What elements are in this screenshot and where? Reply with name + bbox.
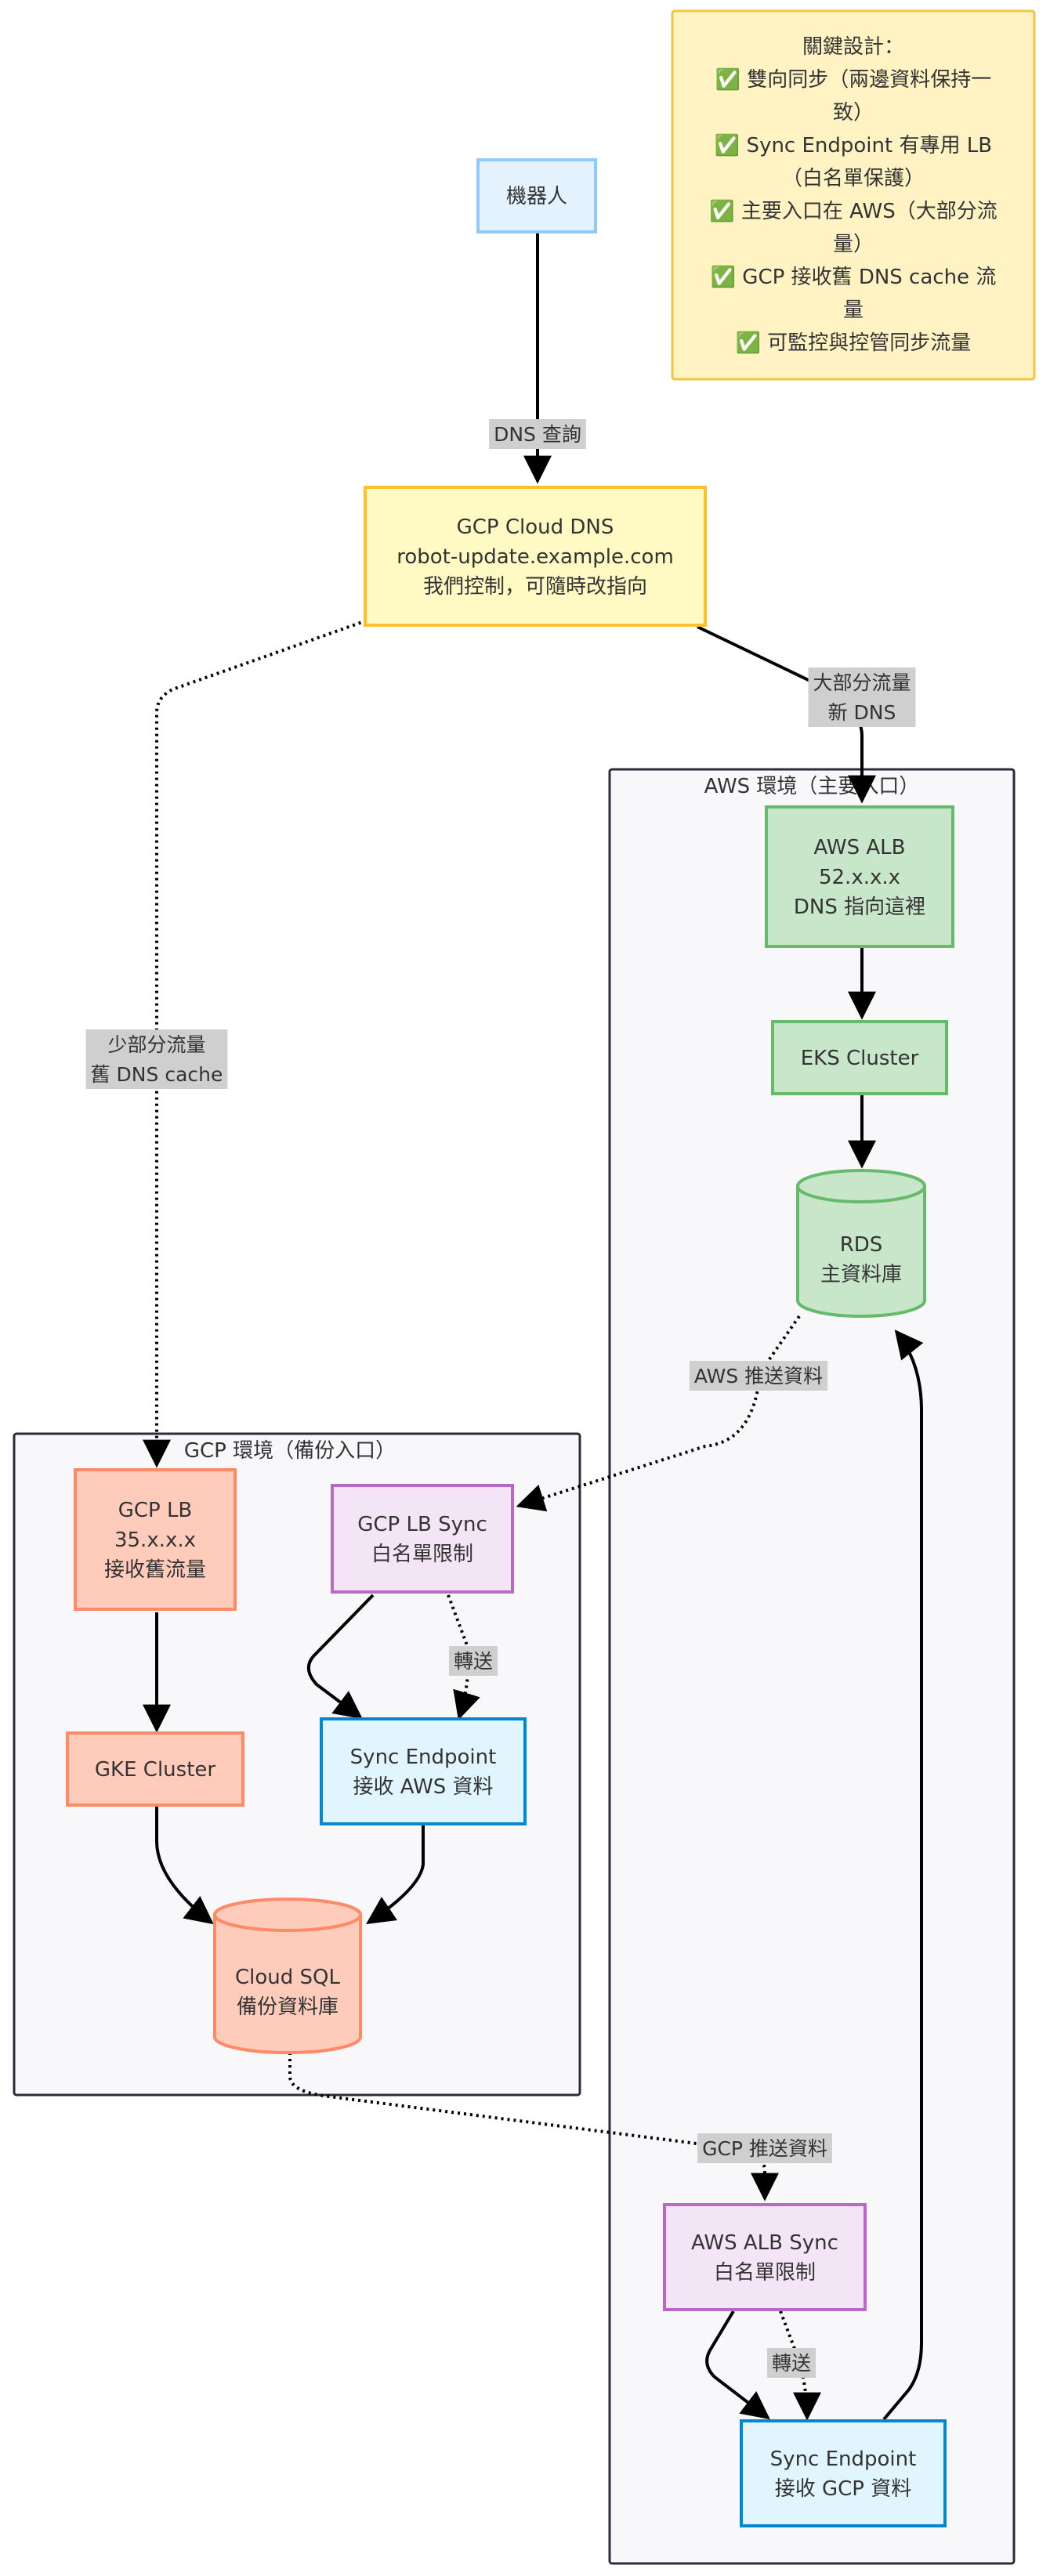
edge-label-few-traffic-text: 舊 DNS cache <box>91 1063 223 1086</box>
robot-node: 機器人 <box>476 158 597 233</box>
design-note-line: ✅ 可監控與控管同步流量 <box>736 331 972 355</box>
design-note-line: ✅ Sync Endpoint 有專用 LB <box>715 133 992 157</box>
design-note-line: ✅ GCP 接收舊 DNS cache 流 <box>711 265 997 289</box>
edge-dns-gcplb <box>143 619 368 1468</box>
edge-gke-cloudsql <box>155 1807 214 1925</box>
gcp-cloud-dns-node-label: 我們控制，可隨時改指向 <box>423 575 647 599</box>
gcp-cloud-dns-node-label: GCP Cloud DNS <box>457 516 614 539</box>
design-note-line: （白名單保護） <box>782 167 925 190</box>
rds-node-label: RDS <box>840 1233 883 1257</box>
edge-label-few-traffic-background <box>85 1029 228 1089</box>
rds-node: RDS 主資料庫 <box>796 1169 926 1318</box>
eks-cluster-node: EKS Cluster <box>771 1020 948 1095</box>
gcp-cluster-title: GCP 環境（備份入口） <box>184 1439 396 1463</box>
design-note-line: ✅ 主要入口在 AWS（大部分流 <box>709 199 997 223</box>
edge-label-dns-query-text: DNS 查詢 <box>494 423 581 446</box>
aws-cluster-title: AWS 環境（主要入口） <box>704 775 920 798</box>
edge-label-gcp-push: GCP 推送資料 <box>697 2133 832 2163</box>
gcp-lb-node-label: 接收舊流量 <box>104 1558 206 1582</box>
edge-label-gcp-push-background <box>697 2133 832 2163</box>
cloud-sql-node: Cloud SQL 備份資料庫 <box>213 1898 362 2054</box>
aws-sync-endpoint-node-box <box>740 2419 947 2527</box>
gcp-lb-node-box <box>74 1468 237 1611</box>
aws-alb-node-label: DNS 指向這裡 <box>794 895 925 919</box>
edge-label-most-traffic-text: 新 DNS <box>828 701 896 724</box>
edge-label-aws-push: AWS 推送資料 <box>689 1361 828 1391</box>
gcp-lb-node-label: 35.x.x.x <box>114 1529 196 1552</box>
gke-cluster-node: GKE Cluster <box>66 1731 244 1807</box>
gcp-sync-endpoint-node-label: 接收 AWS 資料 <box>353 1775 493 1799</box>
edge-label-few-traffic-text: 少部分流量 <box>107 1033 205 1056</box>
edge-label-most-traffic-text: 大部分流量 <box>813 671 911 694</box>
edge-label-aws-push-background <box>689 1361 828 1391</box>
rds-node-cylinder-rim <box>796 1185 926 1203</box>
edge-gcplbsync-syncep-solid <box>307 1594 375 1720</box>
gcp-lb-node: GCP LB 35.x.x.x 接收舊流量 <box>74 1468 237 1611</box>
design-note-line: 關鍵設計： <box>802 35 904 59</box>
gke-cluster-node-label: GKE Cluster <box>95 1758 215 1782</box>
edge-syncep-rds <box>882 1330 924 2421</box>
aws-sync-endpoint-node: Sync Endpoint 接收 GCP 資料 <box>740 2419 947 2527</box>
robot-node-box <box>476 158 597 233</box>
aws-alb-node-label: 52.x.x.x <box>819 866 900 889</box>
eks-cluster-node-label: EKS Cluster <box>801 1047 919 1070</box>
design-note-line: 量） <box>833 233 874 256</box>
aws-alb-sync-node: AWS ALB Sync 白名單限制 <box>663 2203 867 2311</box>
edge-label-dns-query-background <box>489 419 586 449</box>
gke-cluster-node-box <box>66 1731 244 1807</box>
edge-label-forward-gcp: 轉送 <box>448 1646 498 1676</box>
aws-alb-node-box <box>765 805 954 948</box>
edge-awsalbsync-syncep-solid <box>705 2310 770 2420</box>
edge-label-dns-query: DNS 查詢 <box>489 419 586 449</box>
edge-label-most-traffic-background <box>808 668 916 727</box>
edge-label-forward-aws: 轉送 <box>766 2348 816 2378</box>
edge-label-gcp-push-text: GCP 推送資料 <box>702 2137 827 2160</box>
edge-label-forward-gcp-background <box>448 1646 498 1676</box>
aws-sync-endpoint-node-label: Sync Endpoint <box>770 2448 917 2471</box>
gcp-lb-node-label: GCP LB <box>118 1499 193 1522</box>
rds-node-cylinder <box>796 1169 926 1318</box>
gcp-sync-endpoint-node-box <box>320 1717 527 1825</box>
gcp-sync-endpoint-node: Sync Endpoint 接收 AWS 資料 <box>320 1717 527 1825</box>
design-note-line: 量 <box>843 298 864 322</box>
design-note-line: 致） <box>833 101 874 125</box>
eks-cluster-node-box <box>771 1020 948 1095</box>
aws-sync-endpoint-node-label: 接收 GCP 資料 <box>775 2477 912 2501</box>
cloud-sql-node-label: Cloud SQL <box>235 1966 341 1989</box>
gcp-cloud-dns-node-label: robot-update.example.com <box>396 545 674 569</box>
edge-label-aws-push-text: AWS 推送資料 <box>694 1365 823 1387</box>
gcp-lb-sync-node-box <box>331 1484 514 1594</box>
gcp-lb-sync-node-label: 白名單限制 <box>371 1543 473 1566</box>
gcp-lb-sync-node-label: GCP LB Sync <box>357 1513 487 1536</box>
aws-alb-node-label: AWS ALB <box>814 836 906 859</box>
gcp-lb-sync-node: GCP LB Sync 白名單限制 <box>331 1484 514 1594</box>
edge-label-forward-aws-background <box>766 2348 816 2378</box>
cloud-sql-node-cylinder-rim <box>213 1914 362 1932</box>
design-note-line: ✅ 雙向同步（兩邊資料保持一 <box>715 67 992 92</box>
edge-label-forward-aws-text: 轉送 <box>772 2352 811 2375</box>
rds-node-label: 主資料庫 <box>820 1263 902 1286</box>
cloud-sql-node-label: 備份資料庫 <box>237 1995 339 2019</box>
cloud-sql-node-cylinder <box>213 1898 362 2054</box>
aws-alb-sync-node-label: AWS ALB Sync <box>691 2231 838 2255</box>
aws-alb-sync-node-box <box>663 2203 867 2311</box>
gcp-cloud-dns-node-box <box>364 486 707 627</box>
gcp-sync-endpoint-node-label: Sync Endpoint <box>350 1746 497 1769</box>
robot-node-label: 機器人 <box>506 185 567 208</box>
aws-alb-sync-node-label: 白名單限制 <box>714 2261 816 2285</box>
gcp-cloud-dns-node: GCP Cloud DNS robot-update.example.com 我們控… <box>364 486 707 627</box>
edge-label-forward-gcp-text: 轉送 <box>454 1650 493 1673</box>
edge-syncep-cloudsql <box>366 1825 425 1924</box>
